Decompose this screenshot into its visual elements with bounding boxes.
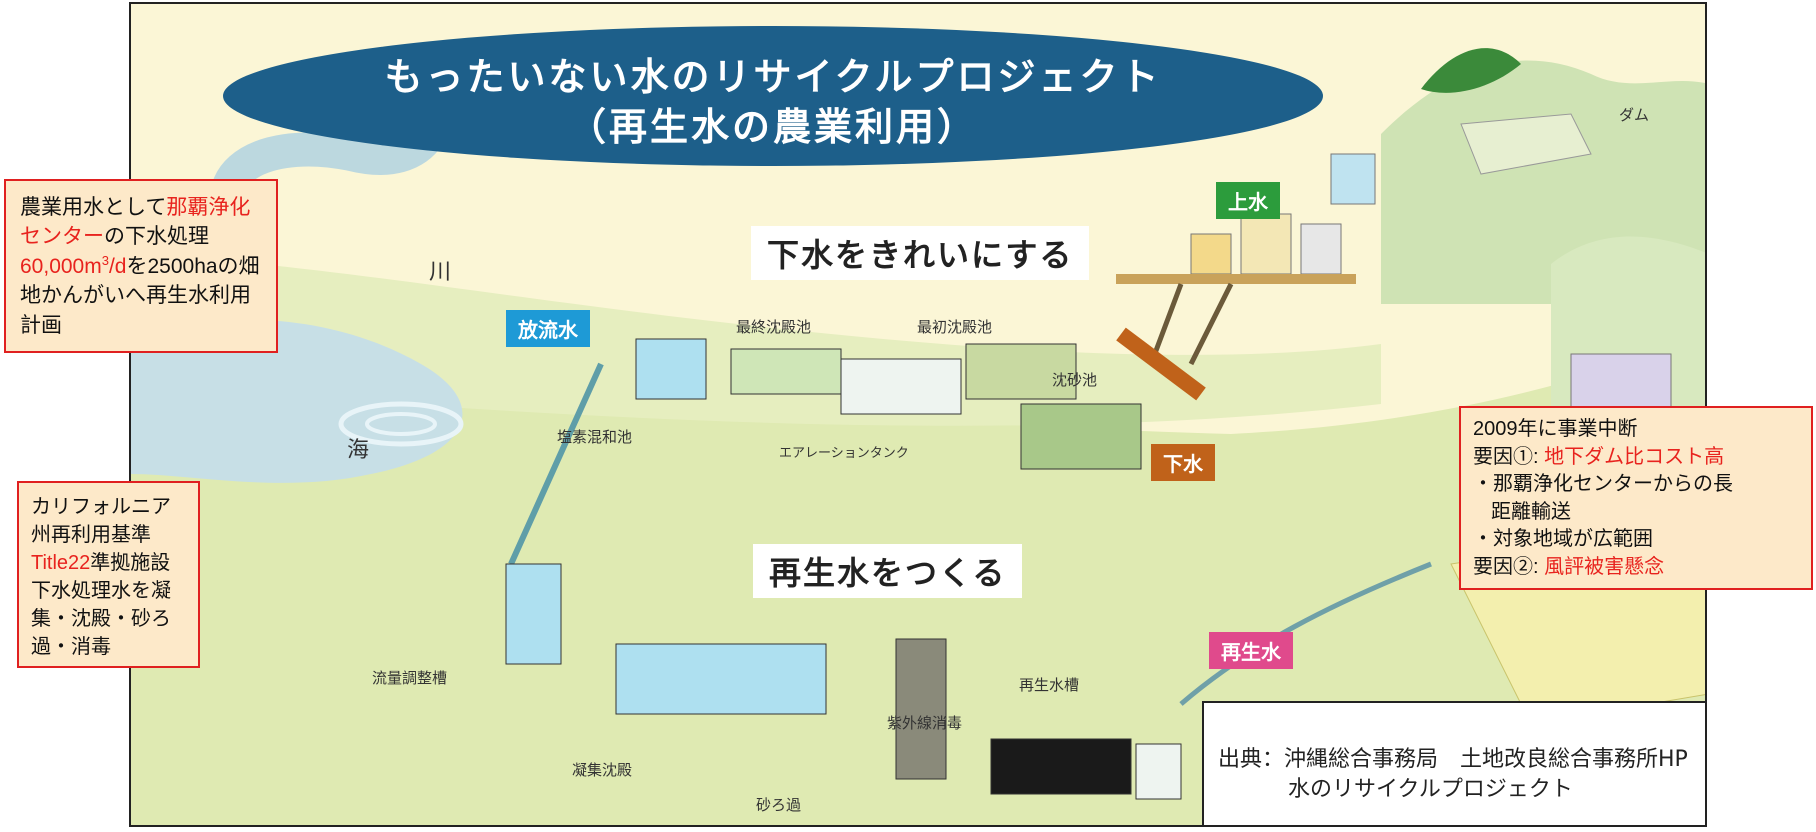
uv-disinfection-unit	[990, 738, 1132, 795]
callout-plan-facility: 那覇浄化センター	[20, 196, 251, 249]
water-tower	[1330, 153, 1376, 205]
sea-swirl	[338, 401, 464, 447]
callout-plan-volume: 60,000m3/d	[20, 252, 127, 278]
callout-plan: 農業用水として那覇浄化センターの下水処理 60,000m3/dを2500haの畑地…	[4, 179, 278, 353]
primary-sedimentation-tank	[965, 343, 1077, 400]
coagulation-tank	[615, 643, 827, 715]
callout-plan-text-1: 農業用水として	[20, 196, 167, 219]
label-coagulation-sedimentation: 凝集沈殿	[572, 761, 633, 779]
label-aeration-tank: エアレーションタンク	[779, 446, 909, 461]
callout-suspension-detail-1-cont: 距離輸送	[1491, 500, 1571, 523]
callout-suspension-reason-2: 要因②: 風評被害懸念	[1473, 555, 1665, 578]
title-banner	[223, 26, 1323, 166]
callout-standard-title22: Title22	[31, 552, 91, 574]
recycled-water-tank-icon	[1135, 743, 1182, 800]
transfer-pipe	[508, 362, 604, 566]
dam-structure	[1460, 113, 1592, 175]
ground-strip	[1116, 274, 1356, 284]
building	[1240, 213, 1292, 275]
callout-standard-text-2: 準拠施設下水処理水を凝集・沈殿・砂ろ過・消毒	[31, 552, 171, 658]
building	[1190, 233, 1232, 275]
callout-standard-text-1: カリフォルニア州再利用基準	[31, 496, 171, 546]
building	[1300, 223, 1342, 275]
callout-suspension-detail-2: ・対象地域が広範囲	[1473, 528, 1653, 551]
tag-recycled-water: 再生水	[1209, 632, 1293, 669]
dam-forest	[1421, 48, 1521, 93]
tag-effluent: 放流水	[506, 310, 590, 347]
sea-swirl-inner	[365, 412, 437, 436]
label-chlorine-mixing: 塩素混和池	[557, 428, 633, 446]
diagram-subtitle: （再生水の農業利用）	[567, 105, 978, 149]
label-final-sedimentation: 最終沈殿池	[736, 318, 812, 336]
aeration-tank	[840, 358, 962, 415]
callout-standard: カリフォルニア州再利用基準 Title22準拠施設下水処理水を凝集・沈殿・砂ろ過・…	[17, 481, 200, 668]
tag-water-supply: 上水	[1216, 182, 1280, 219]
diagram-frame: もったいない水のリサイクルプロジェクト （再生水の農業利用） 下水をきれいにする…	[129, 2, 1707, 827]
sewer-main	[1116, 327, 1206, 401]
label-primary-sedimentation: 最初沈殿池	[917, 318, 993, 336]
callout-plan-text-2: の下水処理	[104, 225, 209, 249]
flow-equalization-tank	[505, 563, 562, 665]
callout-plan-text-3: を2500haの畑地かんがいへ再生水利用計画	[20, 254, 260, 337]
callout-suspension-headline: 2009年に事業中断	[1473, 418, 1638, 440]
citation-line-2: 水のリサイクルプロジェクト	[1288, 777, 1573, 802]
sewer-pipe	[1188, 282, 1234, 366]
callout-suspension-detail-1: ・那覇浄化センターからの長	[1473, 473, 1733, 496]
label-river: 川	[429, 260, 452, 285]
grit-chamber	[1020, 403, 1142, 470]
callout-suspension: 2009年に事業中断 要因①: 地下ダム比コスト高 ・那覇浄化センターからの長 …	[1459, 406, 1813, 590]
recycled-water-pipe	[1179, 561, 1432, 706]
label-grit-chamber: 沈砂池	[1052, 371, 1098, 389]
section-heading-upper: 下水をきれいにする	[751, 226, 1090, 280]
label-sand-filtration: 砂ろ過	[756, 796, 802, 814]
final-sedimentation-tank	[730, 348, 842, 395]
tag-sewage: 下水	[1151, 444, 1215, 481]
diagram-title: もったいない水のリサイクルプロジェクト	[384, 55, 1162, 99]
chlorine-mixing-tank	[635, 338, 707, 400]
callout-suspension-reason-1: 要因①: 地下ダム比コスト高	[1473, 445, 1725, 468]
sand-filter	[895, 638, 947, 780]
section-heading-lower: 再生水をつくる	[753, 544, 1023, 598]
citation-box: 出典：沖縄総合事務局 土地改良総合事務所HP 水のリサイクルプロジェクト	[1202, 701, 1705, 825]
label-recycled-water-tank: 再生水槽	[1019, 676, 1080, 694]
label-sea: 海	[347, 438, 370, 463]
citation-line-1: 出典：沖縄総合事務局 土地改良総合事務所HP	[1218, 747, 1688, 772]
label-dam: ダム	[1619, 106, 1650, 124]
label-uv-disinfection: 紫外線消毒	[887, 714, 963, 732]
label-flow-equalization: 流量調整槽	[372, 669, 448, 687]
